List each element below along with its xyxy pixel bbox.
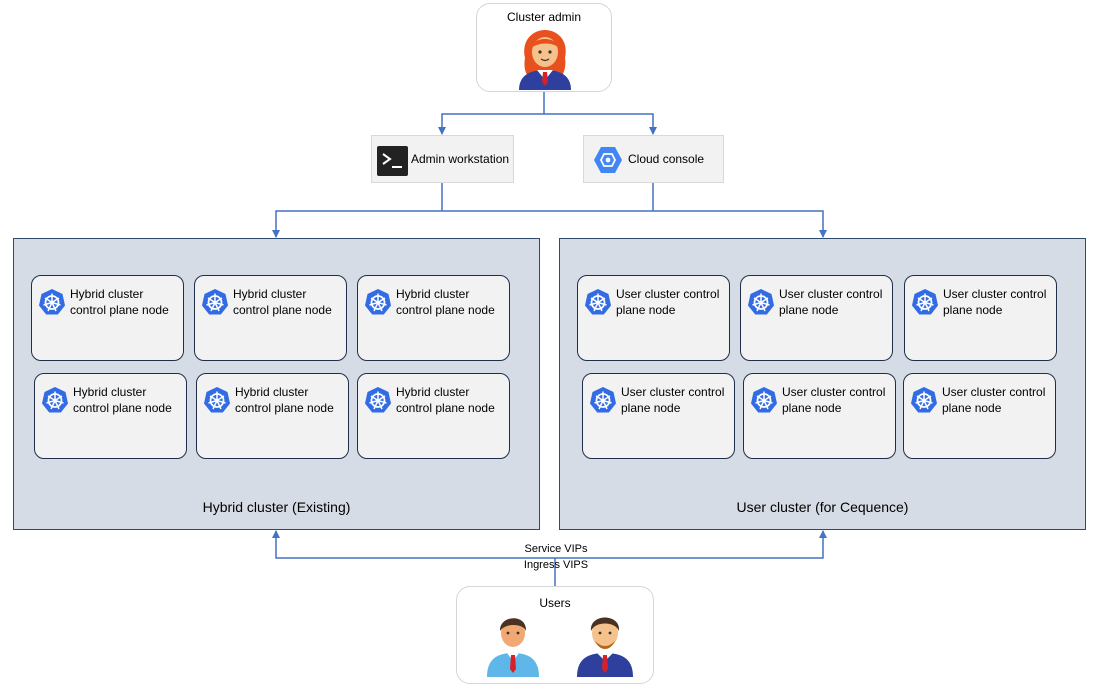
user-node: User cluster control plane node [582, 373, 735, 459]
hybrid-node: Hybrid cluster control plane node [357, 373, 510, 459]
terminal-icon [377, 146, 408, 176]
admin-workstation-label: Admin workstation [411, 152, 510, 166]
user-node-label: User cluster control plane node [616, 287, 720, 317]
user-node-label: User cluster control plane node [621, 385, 725, 415]
cluster-admin-card: Cluster admin [476, 3, 612, 92]
kubernetes-icon [201, 288, 229, 316]
hybrid-node-label: Hybrid cluster control plane node [70, 287, 169, 317]
kubernetes-icon [41, 386, 69, 414]
hybrid-node-label: Hybrid cluster control plane node [235, 385, 334, 415]
user-node-label: User cluster control plane node [779, 287, 883, 317]
users-card: Users [456, 586, 654, 684]
cloud-console-icon [594, 147, 622, 173]
hybrid-cluster-title: Hybrid cluster (Existing) [202, 499, 351, 515]
users-to-user-cluster-arrow [555, 530, 827, 559]
hybrid-node: Hybrid cluster control plane node [34, 373, 187, 459]
tools-to-hybrid-arrow [272, 210, 442, 238]
ingress-vips-label: Ingress VIPS [523, 559, 589, 571]
kubernetes-icon [750, 386, 778, 414]
user-node: User cluster control plane node [743, 373, 896, 459]
user-cluster-container: User cluster control plane node User clu… [559, 238, 1086, 530]
kubernetes-icon [364, 386, 392, 414]
kubernetes-icon [911, 288, 939, 316]
user-cluster-title: User cluster (for Cequence) [736, 499, 909, 515]
users-icon [487, 617, 633, 677]
kubernetes-icon [38, 288, 66, 316]
user-node-label: User cluster control plane node [782, 385, 886, 415]
user-node: User cluster control plane node [577, 275, 730, 361]
cloud-console-label: Cloud console [628, 152, 705, 166]
user-node: User cluster control plane node [903, 373, 1056, 459]
service-vips-label: Service VIPs [496, 543, 616, 555]
kubernetes-icon [589, 386, 617, 414]
hybrid-node: Hybrid cluster control plane node [194, 275, 347, 361]
user-node: User cluster control plane node [904, 275, 1057, 361]
hybrid-node: Hybrid cluster control plane node [196, 373, 349, 459]
kubernetes-icon [203, 386, 231, 414]
kubernetes-icon [364, 288, 392, 316]
users-label: Users [539, 596, 571, 610]
admin-to-console-arrow [544, 113, 657, 135]
cloud-console-box: Cloud console [583, 135, 724, 183]
kubernetes-icon [910, 386, 938, 414]
cluster-admin-label: Cluster admin [506, 10, 582, 24]
hybrid-cluster-container: Hybrid cluster control plane node Hybrid… [13, 238, 540, 530]
hybrid-node: Hybrid cluster control plane node [357, 275, 510, 361]
tools-to-user-arrow [442, 210, 827, 238]
hybrid-node-label: Hybrid cluster control plane node [396, 287, 495, 317]
users-to-hybrid-arrow [272, 530, 555, 559]
woman-admin-icon [519, 30, 571, 90]
kubernetes-icon [747, 288, 775, 316]
kubernetes-icon [584, 288, 612, 316]
admin-to-workstation-arrow [438, 113, 544, 135]
admin-workstation-box: Admin workstation [371, 135, 514, 183]
user-node-label: User cluster control plane node [943, 287, 1047, 317]
hybrid-node: Hybrid cluster control plane node [31, 275, 184, 361]
user-node: User cluster control plane node [740, 275, 893, 361]
hybrid-node-label: Hybrid cluster control plane node [396, 385, 495, 415]
hybrid-node-label: Hybrid cluster control plane node [73, 385, 172, 415]
user-node-label: User cluster control plane node [942, 385, 1046, 415]
hybrid-node-label: Hybrid cluster control plane node [233, 287, 332, 317]
